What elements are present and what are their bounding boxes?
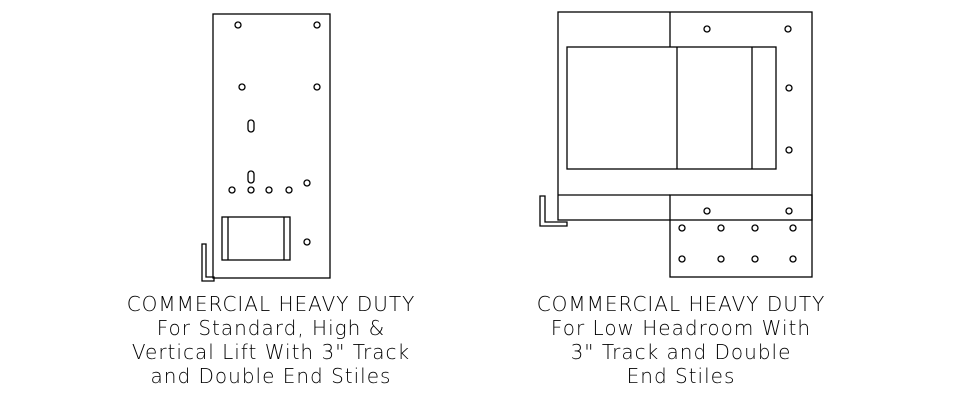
left-track-angle [201,243,215,282]
left-bracket-roller [221,216,291,261]
left-bracket-plate [212,13,331,279]
caption-line: For Standard, High & [156,316,386,340]
right-track-angle [539,195,568,227]
low-headroom-caption: COMMERCIAL HEAVY DUTY For Low Headroom W… [481,292,881,388]
right-roller-block [566,46,777,170]
caption-line: COMMERCIAL HEAVY DUTY [536,292,826,316]
left-bracket-slots [247,119,255,184]
standard-lift-caption: COMMERCIAL HEAVY DUTY For Standard, High… [71,292,471,388]
caption-line: Vertical Lift With 3" Track [131,340,411,364]
caption-line: COMMERCIAL HEAVY DUTY [126,292,416,316]
right-lower-plate [669,194,813,278]
right-bracket-holes [678,25,797,263]
caption-line: For Low Headroom With [550,316,812,340]
caption-line: 3" Track and Double [570,340,792,364]
left-bracket-holes [228,21,321,246]
caption-line: and Double End Stiles [150,364,392,388]
right-upper-plate [557,11,813,221]
caption-line: End Stiles [626,364,736,388]
standard-lift-bracket-drawing [201,13,331,282]
low-headroom-bracket-drawing [539,11,813,278]
